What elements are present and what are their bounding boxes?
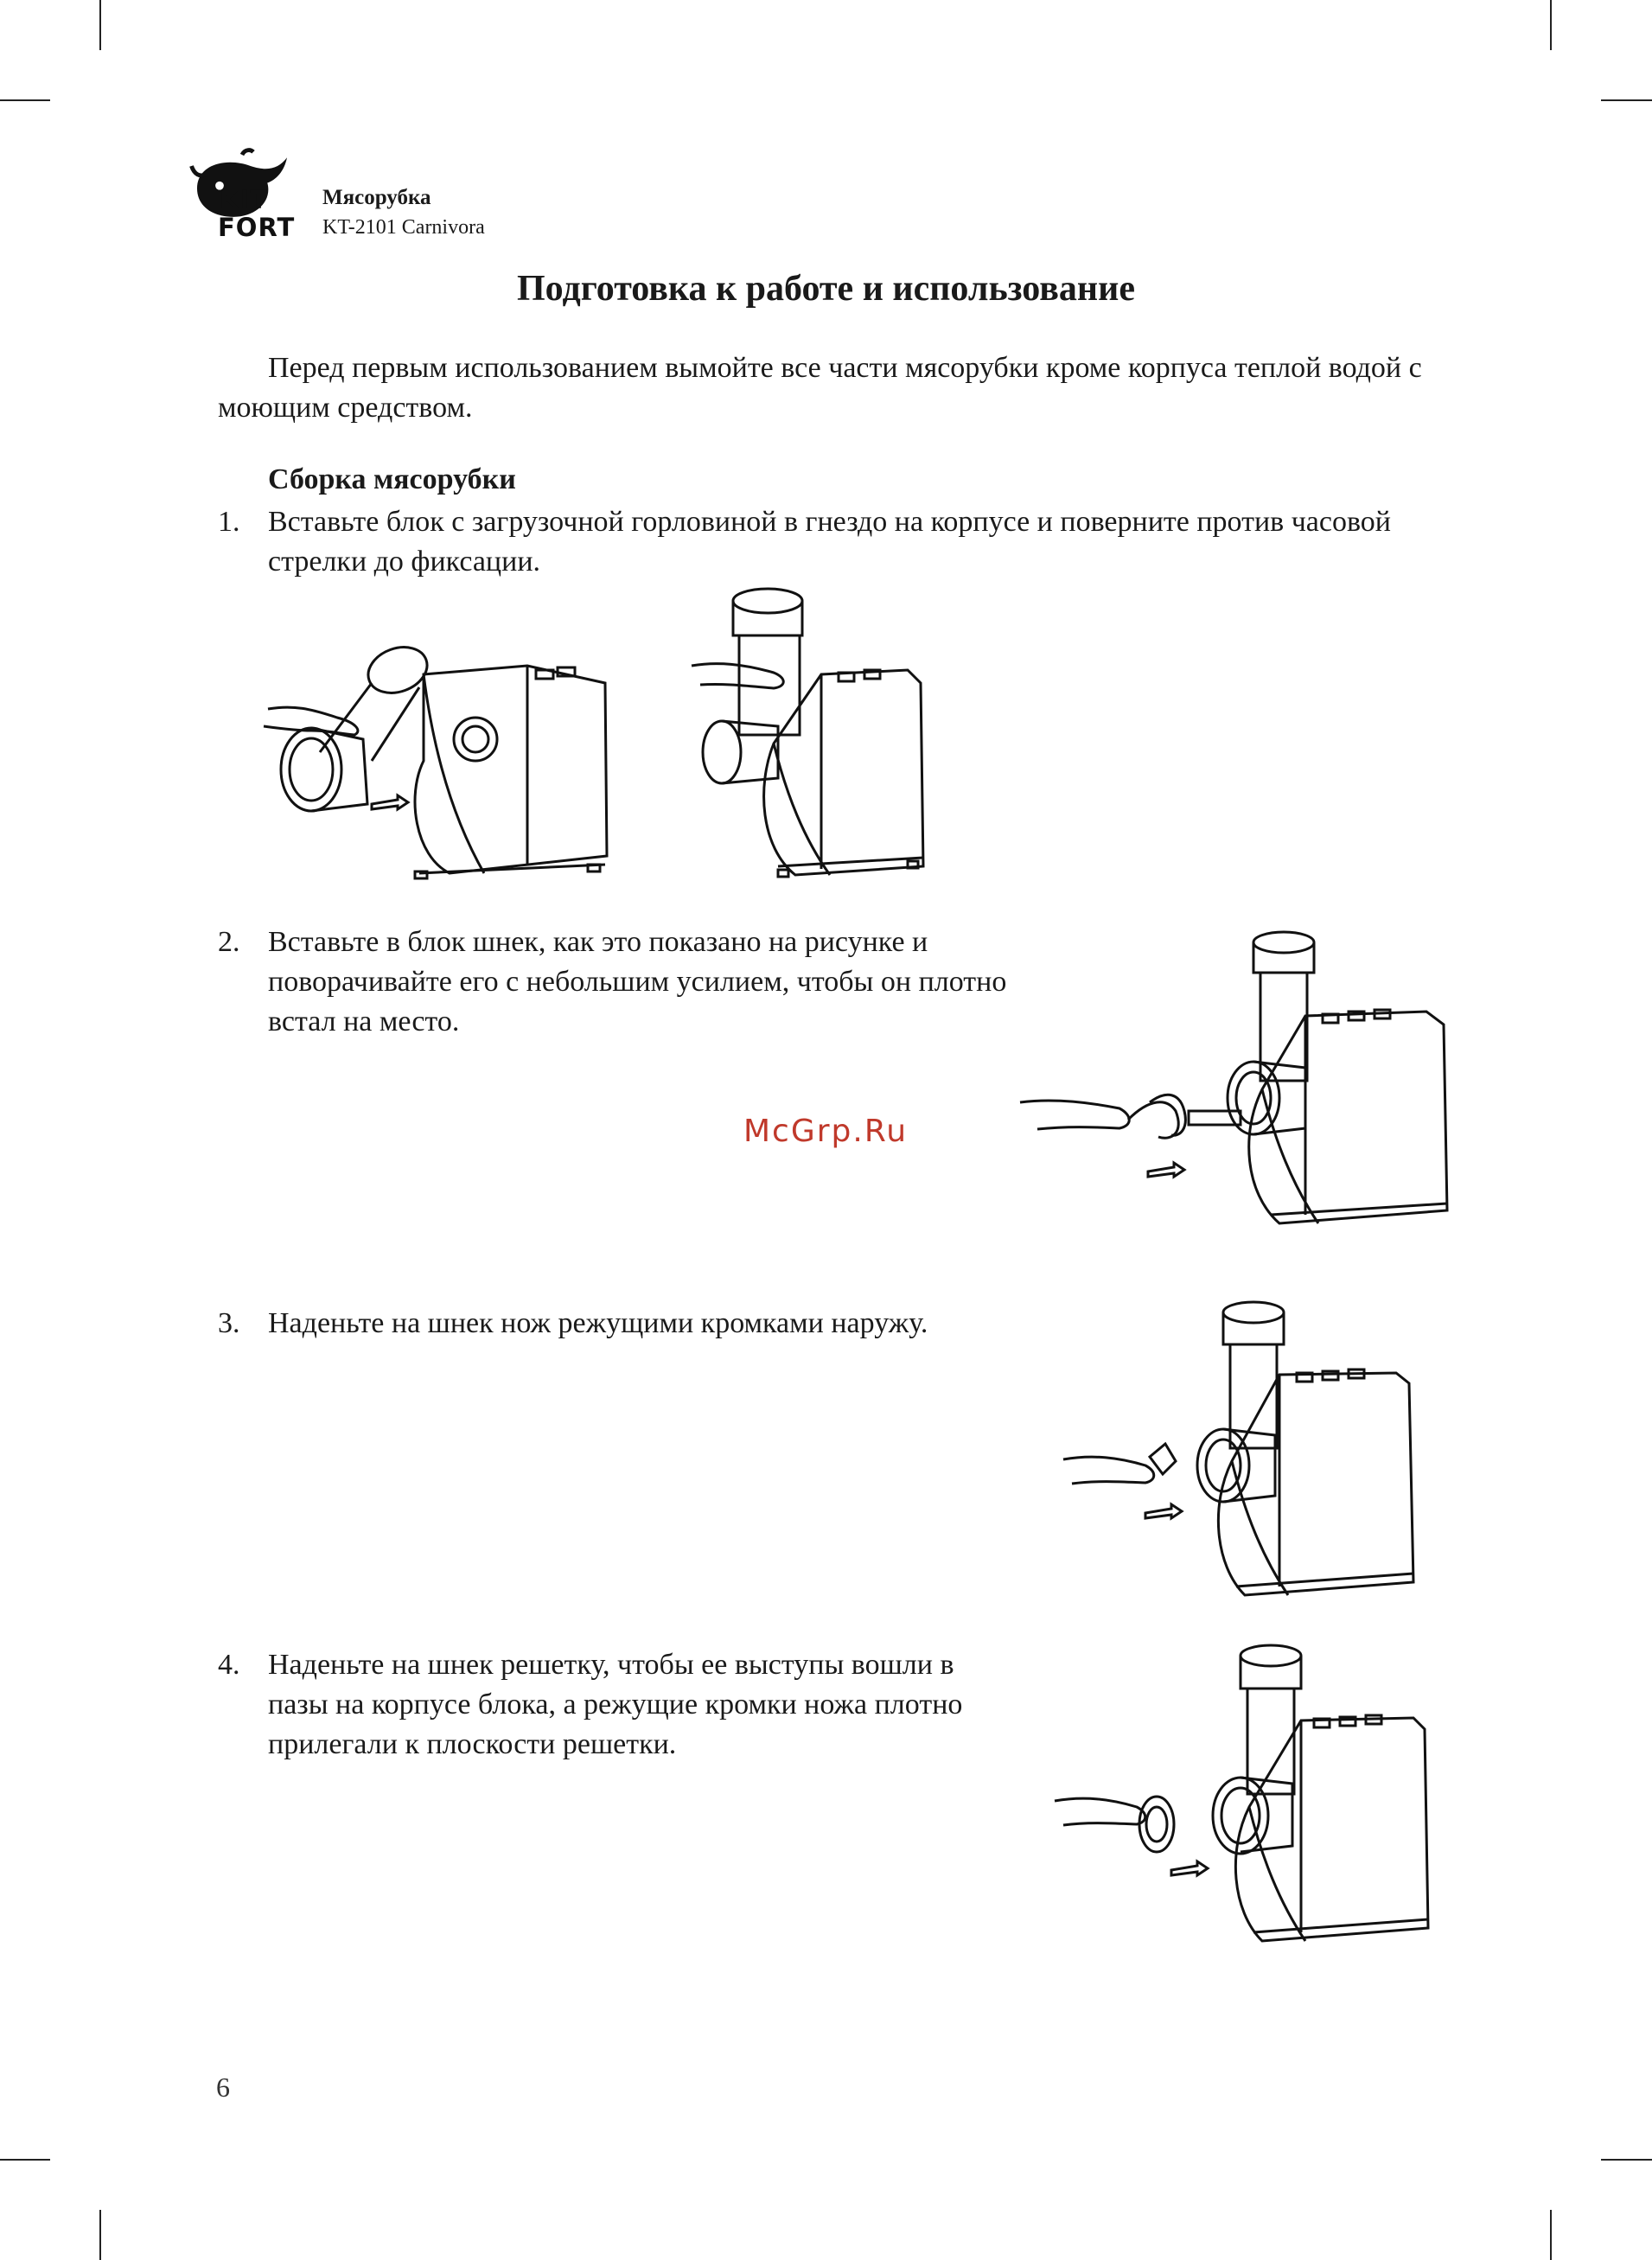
whale-logo-icon [189,148,287,217]
step-text: Вставьте в блок шнек, как это показано н… [268,926,1007,1037]
crop-mark [1601,99,1652,101]
step-text: Наденьте на шнек нож режущими кромками н… [268,1307,928,1339]
watermark: McGrp.Ru [743,1114,909,1149]
crop-mark [1550,2210,1552,2260]
intro-paragraph: Перед первым использованием вымойте все … [218,352,1422,424]
assembly-heading: Сборка мясорубки [268,463,516,495]
crop-mark [1550,0,1552,50]
header-model: KT-2101 Carnivora [322,216,485,239]
meat-grinder-illustration [691,587,925,878]
crop-mark [1601,2159,1652,2161]
crop-mark [0,99,50,101]
step-text: Наденьте на шнек решетку, чтобы ее высту… [268,1649,963,1760]
header-product: Мясорубка [322,186,431,209]
crop-mark [99,2210,101,2260]
meat-grinder-illustration [1019,930,1449,1225]
page-number: 6 [216,2072,230,2103]
meat-grinder-illustration [1062,1300,1415,1597]
meat-grinder-illustration [1054,1644,1430,1943]
step-number: 4. [218,1649,240,1681]
brand-wordmark: KIT FORT [218,186,295,241]
step-number: 1. [218,506,240,538]
crop-mark [0,2159,50,2161]
crop-mark [99,0,101,50]
brand-line2: FORT [218,213,296,242]
step-number: 3. [218,1307,240,1339]
step-number: 2. [218,926,240,958]
meat-grinder-illustration [263,646,609,880]
step-text: Вставьте блок с загрузочной горловиной в… [268,506,1392,578]
brand-line1: KIT [220,185,269,214]
section-title: Подготовка к работе и использование [517,269,1135,309]
